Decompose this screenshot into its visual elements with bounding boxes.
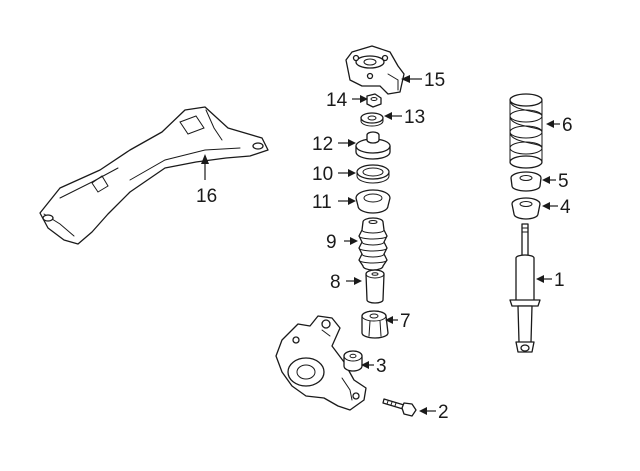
part-8-bump-stop[interactable] [365,269,385,304]
part-10-upper-seat[interactable] [356,164,390,184]
callout-4-label: 4 [560,197,571,218]
callout-8-label: 8 [330,272,341,293]
part-16-subframe[interactable] [39,106,269,245]
callout-3: 3 [361,356,387,377]
callout-16: 16 [196,154,217,207]
callout-1: 1 [536,270,565,291]
part-2-bolt[interactable] [382,398,417,417]
callout-8: 8 [330,272,362,293]
part-4-lower-insulator[interactable] [511,197,541,220]
callout-2: 2 [419,402,449,423]
callout-1-label: 1 [554,270,565,291]
callout-16-label: 16 [196,186,217,207]
callout-7-label: 7 [400,311,411,332]
callout-11: 11 [312,192,356,213]
callout-15: 15 [401,70,445,91]
part-5-spring-seat[interactable] [510,171,542,192]
callout-7: 7 [385,311,411,332]
part-6-coil-spring[interactable] [509,93,543,169]
callout-9: 9 [326,232,358,253]
callout-3-label: 3 [376,356,387,377]
part-3-knuckle-bushing[interactable] [343,350,363,372]
part-1-shock-absorber[interactable] [509,223,541,353]
part-11-spring-insulator[interactable] [355,189,391,214]
part-14-nut[interactable] [366,93,382,108]
part-15-strut-mount[interactable] [345,45,405,95]
callout-15-label: 15 [424,70,445,91]
callout-10-label: 10 [312,164,333,185]
callout-6: 6 [546,115,573,136]
callout-12-label: 12 [312,134,333,155]
callout-14-label: 14 [326,90,348,111]
callout-5: 5 [542,171,569,192]
callout-6-label: 6 [562,115,573,136]
callout-11-label: 11 [312,192,332,213]
callout-13-label: 13 [404,107,425,128]
callout-5-label: 5 [558,171,569,192]
callout-13: 13 [384,107,425,128]
callout-9-label: 9 [326,232,337,253]
callout-10: 10 [312,164,356,185]
part-13-washer[interactable] [360,112,384,127]
part-12-bearing-plate[interactable] [355,131,391,160]
callout-4: 4 [542,197,571,218]
part-9-dust-boot[interactable] [358,217,388,271]
part-7-bushing[interactable] [361,310,389,339]
callout-14: 14 [326,90,368,111]
callout-12: 12 [312,134,356,155]
callout-2-label: 2 [438,402,449,423]
steering-knuckle[interactable] [275,315,367,411]
